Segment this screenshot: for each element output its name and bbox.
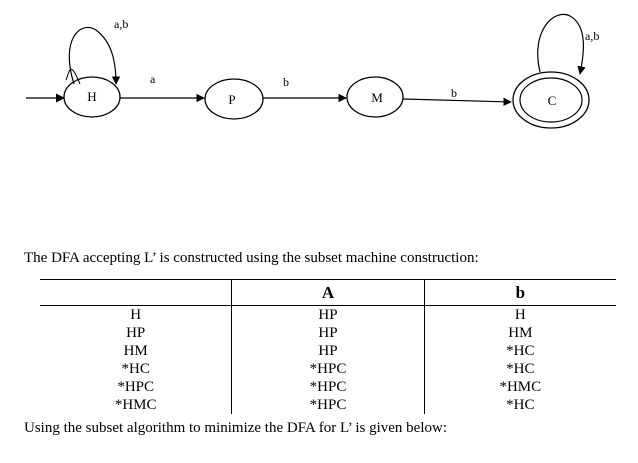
cell: HM	[423, 324, 616, 342]
state-p-label: P	[228, 92, 235, 107]
cell: H	[423, 305, 616, 324]
label-h-to-p: a	[150, 72, 156, 86]
edge-m-to-c	[402, 97, 512, 106]
state-p	[204, 78, 264, 120]
cell: H	[130, 307, 142, 323]
state-c-inner	[519, 77, 583, 123]
edge-h-loop	[68, 26, 121, 85]
cell: *HPC	[231, 360, 425, 378]
table-row: H HP H	[40, 305, 616, 324]
cell: *HMC	[423, 378, 616, 396]
cell: *HPC	[117, 379, 154, 395]
cell: *HC	[423, 342, 616, 360]
subset-table: A b H HP H HP HP HM HM HP *HC *HC *HPC	[40, 279, 616, 414]
table-row: *HPC *HPC *HMC	[40, 378, 616, 396]
header-a: A	[231, 279, 425, 306]
cell: *HPC	[231, 378, 425, 396]
label-p-to-m: b	[283, 75, 289, 89]
cell: HP	[231, 305, 425, 324]
cell: *HC	[121, 361, 150, 377]
cell: HP	[231, 342, 425, 360]
cell: HP	[231, 324, 425, 342]
label-c-loop: a,b	[585, 29, 599, 43]
edge-c-loop	[537, 13, 586, 75]
state-c-label: C	[548, 93, 557, 108]
table-row: HP HP HM	[40, 324, 616, 342]
state-h	[63, 76, 121, 118]
header-state	[40, 280, 232, 306]
state-c	[512, 71, 590, 129]
header-b: b	[423, 279, 616, 306]
state-m	[346, 76, 404, 118]
label-m-to-c: b	[451, 86, 457, 100]
dfa-diagram: H P M C a,b a b b a,b	[26, 13, 599, 129]
label-h-loop: a,b	[114, 17, 128, 31]
cell: *HMC	[114, 397, 157, 413]
footer-text: Using the subset algorithm to minimize t…	[24, 420, 448, 436]
cell: *HC	[423, 396, 616, 414]
table-row: *HMC *HPC *HC	[40, 396, 616, 414]
cell: HP	[126, 325, 146, 341]
caption-text: The DFA accepting L’ is constructed usin…	[24, 250, 479, 266]
cell: *HPC	[231, 396, 425, 414]
table-header-row: A b	[40, 279, 616, 306]
table-row: HM HP *HC	[40, 342, 616, 360]
cell: HM	[123, 343, 148, 359]
state-m-label: M	[371, 90, 383, 105]
cell: *HC	[423, 360, 616, 378]
state-h-label: H	[87, 89, 96, 104]
table-row: *HC *HPC *HC	[40, 360, 616, 378]
